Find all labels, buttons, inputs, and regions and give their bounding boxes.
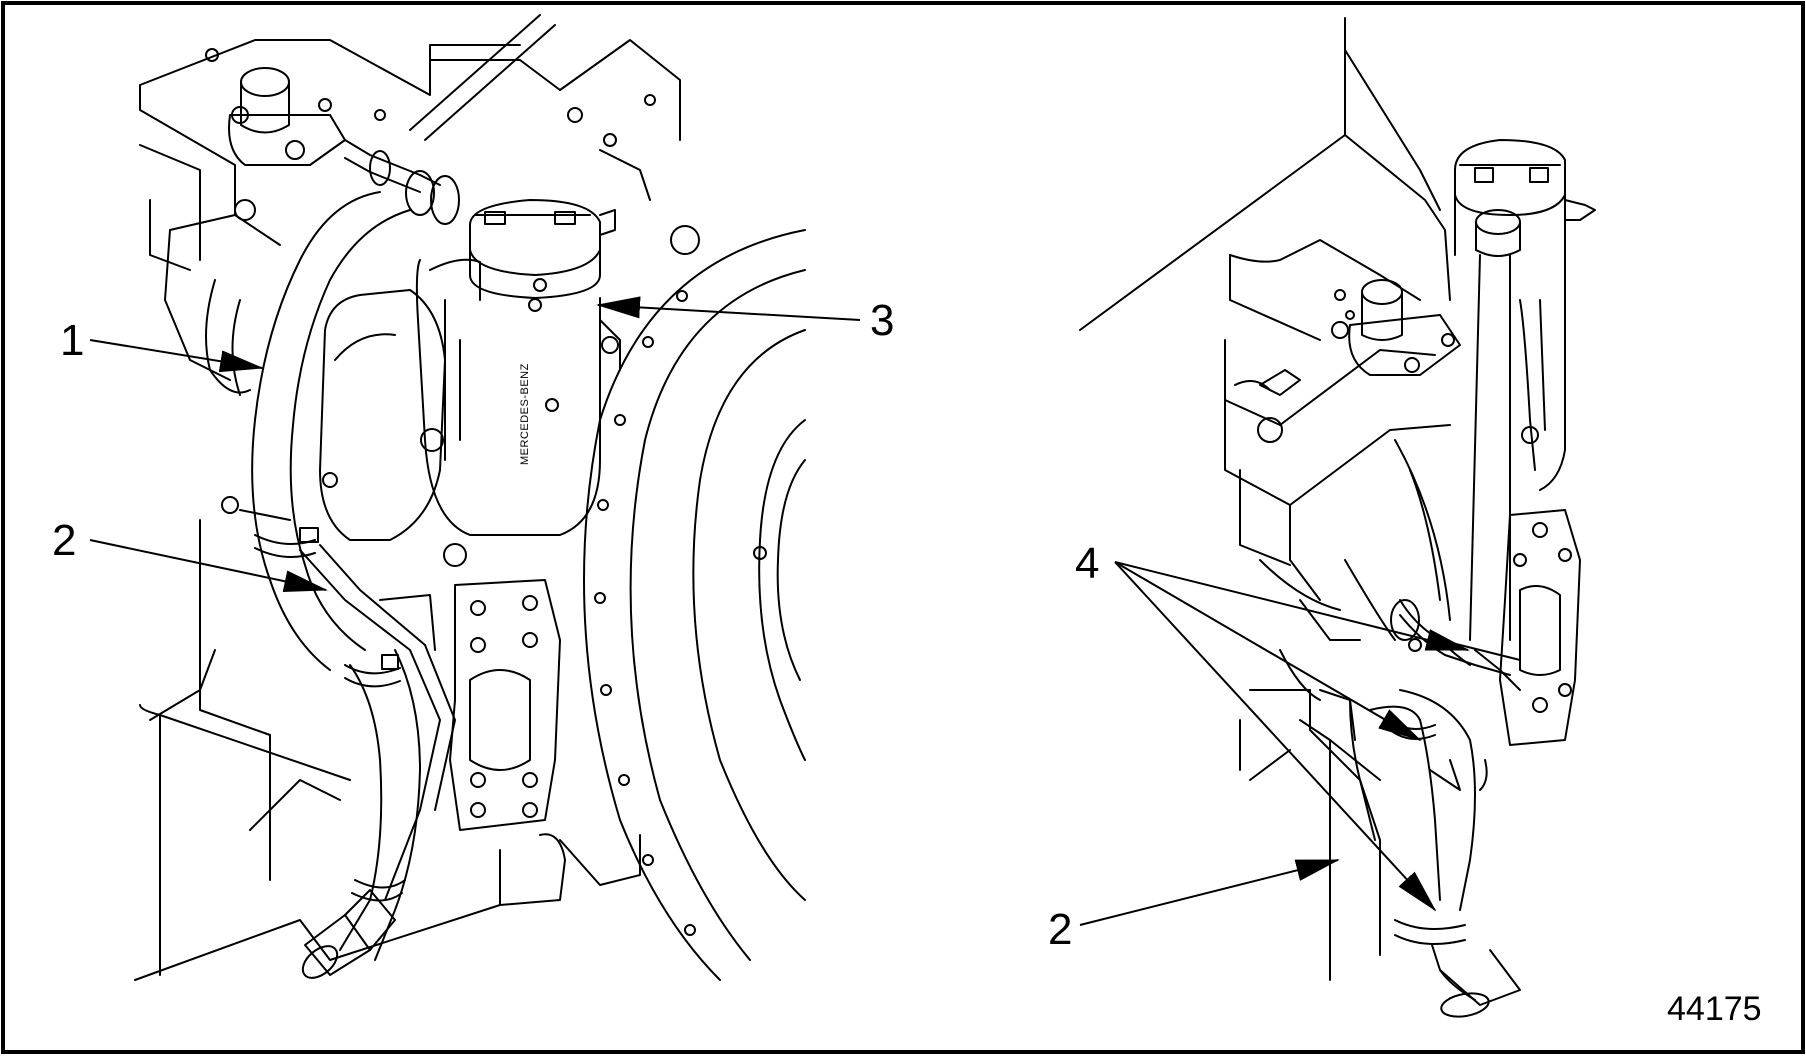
engraved-label: MERCEDES-BENZ [519, 363, 531, 465]
callout-2-left: 2 [52, 516, 76, 565]
callout-1: 1 [60, 316, 84, 365]
leader-lines [89, 296, 1470, 926]
callout-3: 3 [870, 296, 894, 345]
figure-number: 44175 [1667, 990, 1762, 1028]
callout-2-right: 2 [1048, 905, 1072, 954]
callout-4: 4 [1075, 539, 1099, 588]
right-engine-view [1079, 17, 1596, 1018]
left-engine-view [134, 14, 806, 981]
